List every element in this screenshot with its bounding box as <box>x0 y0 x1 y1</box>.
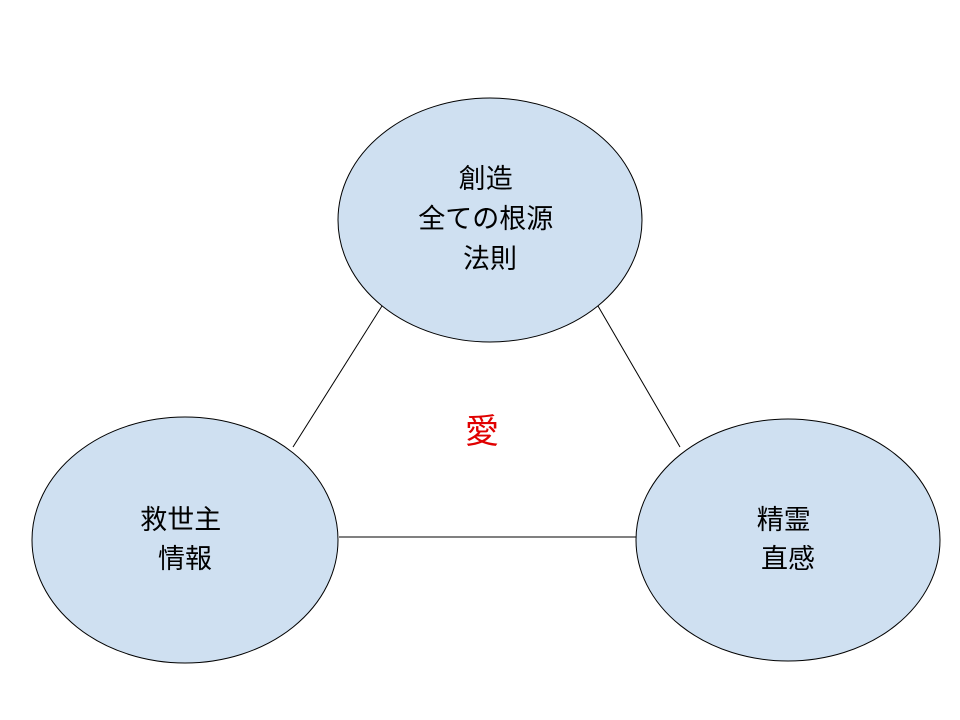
node-spirit-label: 精霊 直感 <box>757 505 820 575</box>
node-savior: 救世主 情報 <box>31 416 339 664</box>
edge-top-left <box>292 305 383 448</box>
node-spirit-shape <box>635 418 941 662</box>
edge-top-right <box>597 305 681 448</box>
node-spirit: 精霊 直感 <box>635 418 941 662</box>
node-creation: 創造 全ての根源 法則 <box>337 97 643 343</box>
node-savior-line-2: 情報 <box>158 544 212 575</box>
center-label-love: 愛 <box>465 412 499 452</box>
node-creation-line-1: 創造 <box>459 164 513 195</box>
node-creation-label: 創造 全ての根源 法則 <box>418 164 562 275</box>
node-spirit-line-1: 精霊 <box>757 505 811 536</box>
node-creation-line-3: 法則 <box>463 244 517 275</box>
node-creation-line-2: 全ての根源 <box>418 204 553 235</box>
node-creation-shape <box>337 97 643 343</box>
node-savior-label: 救世主 情報 <box>140 505 230 575</box>
node-savior-shape <box>31 416 339 664</box>
node-savior-line-1: 救世主 <box>140 505 221 536</box>
node-spirit-line-2: 直感 <box>761 544 815 575</box>
